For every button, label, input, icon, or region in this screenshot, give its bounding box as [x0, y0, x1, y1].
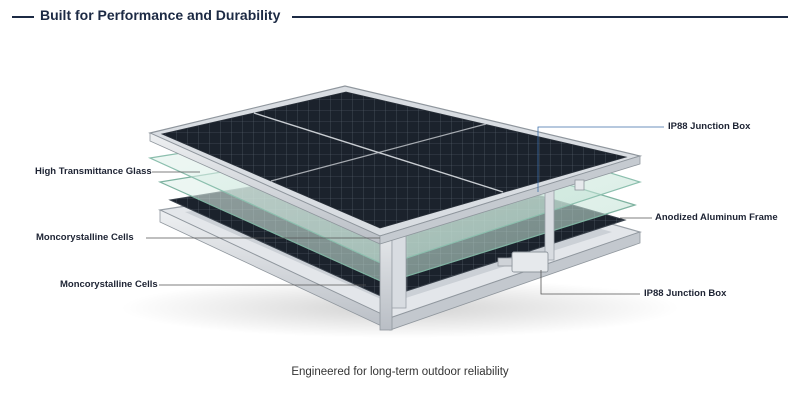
leader-junction-top — [537, 126, 664, 192]
caption: Engineered for long-term outdoor reliabi… — [291, 366, 509, 378]
junction-box-lower — [511, 251, 549, 273]
callout-glass: High Transmittance Glass — [35, 166, 152, 177]
top-panel-cells — [160, 91, 628, 229]
callout-cells-lower: Moncorystalline Cells — [60, 279, 158, 290]
callout-junction-bottom: IP88 Junction Box — [644, 288, 727, 299]
top-panel-divider-2 — [270, 123, 487, 182]
page-title: Built for Performance and Durability — [34, 7, 287, 23]
callout-cells-upper: Moncorystalline Cells — [36, 232, 134, 243]
leader-junction-bottom — [540, 270, 640, 295]
junction-box-lower-connector — [497, 257, 513, 267]
callout-frame: Anodized Aluminum Frame — [655, 212, 778, 223]
junction-box-top — [574, 179, 585, 191]
top-panel-right-edge — [379, 155, 641, 245]
callout-junction-top: IP88 Junction Box — [668, 121, 751, 132]
rear-post — [544, 189, 555, 261]
